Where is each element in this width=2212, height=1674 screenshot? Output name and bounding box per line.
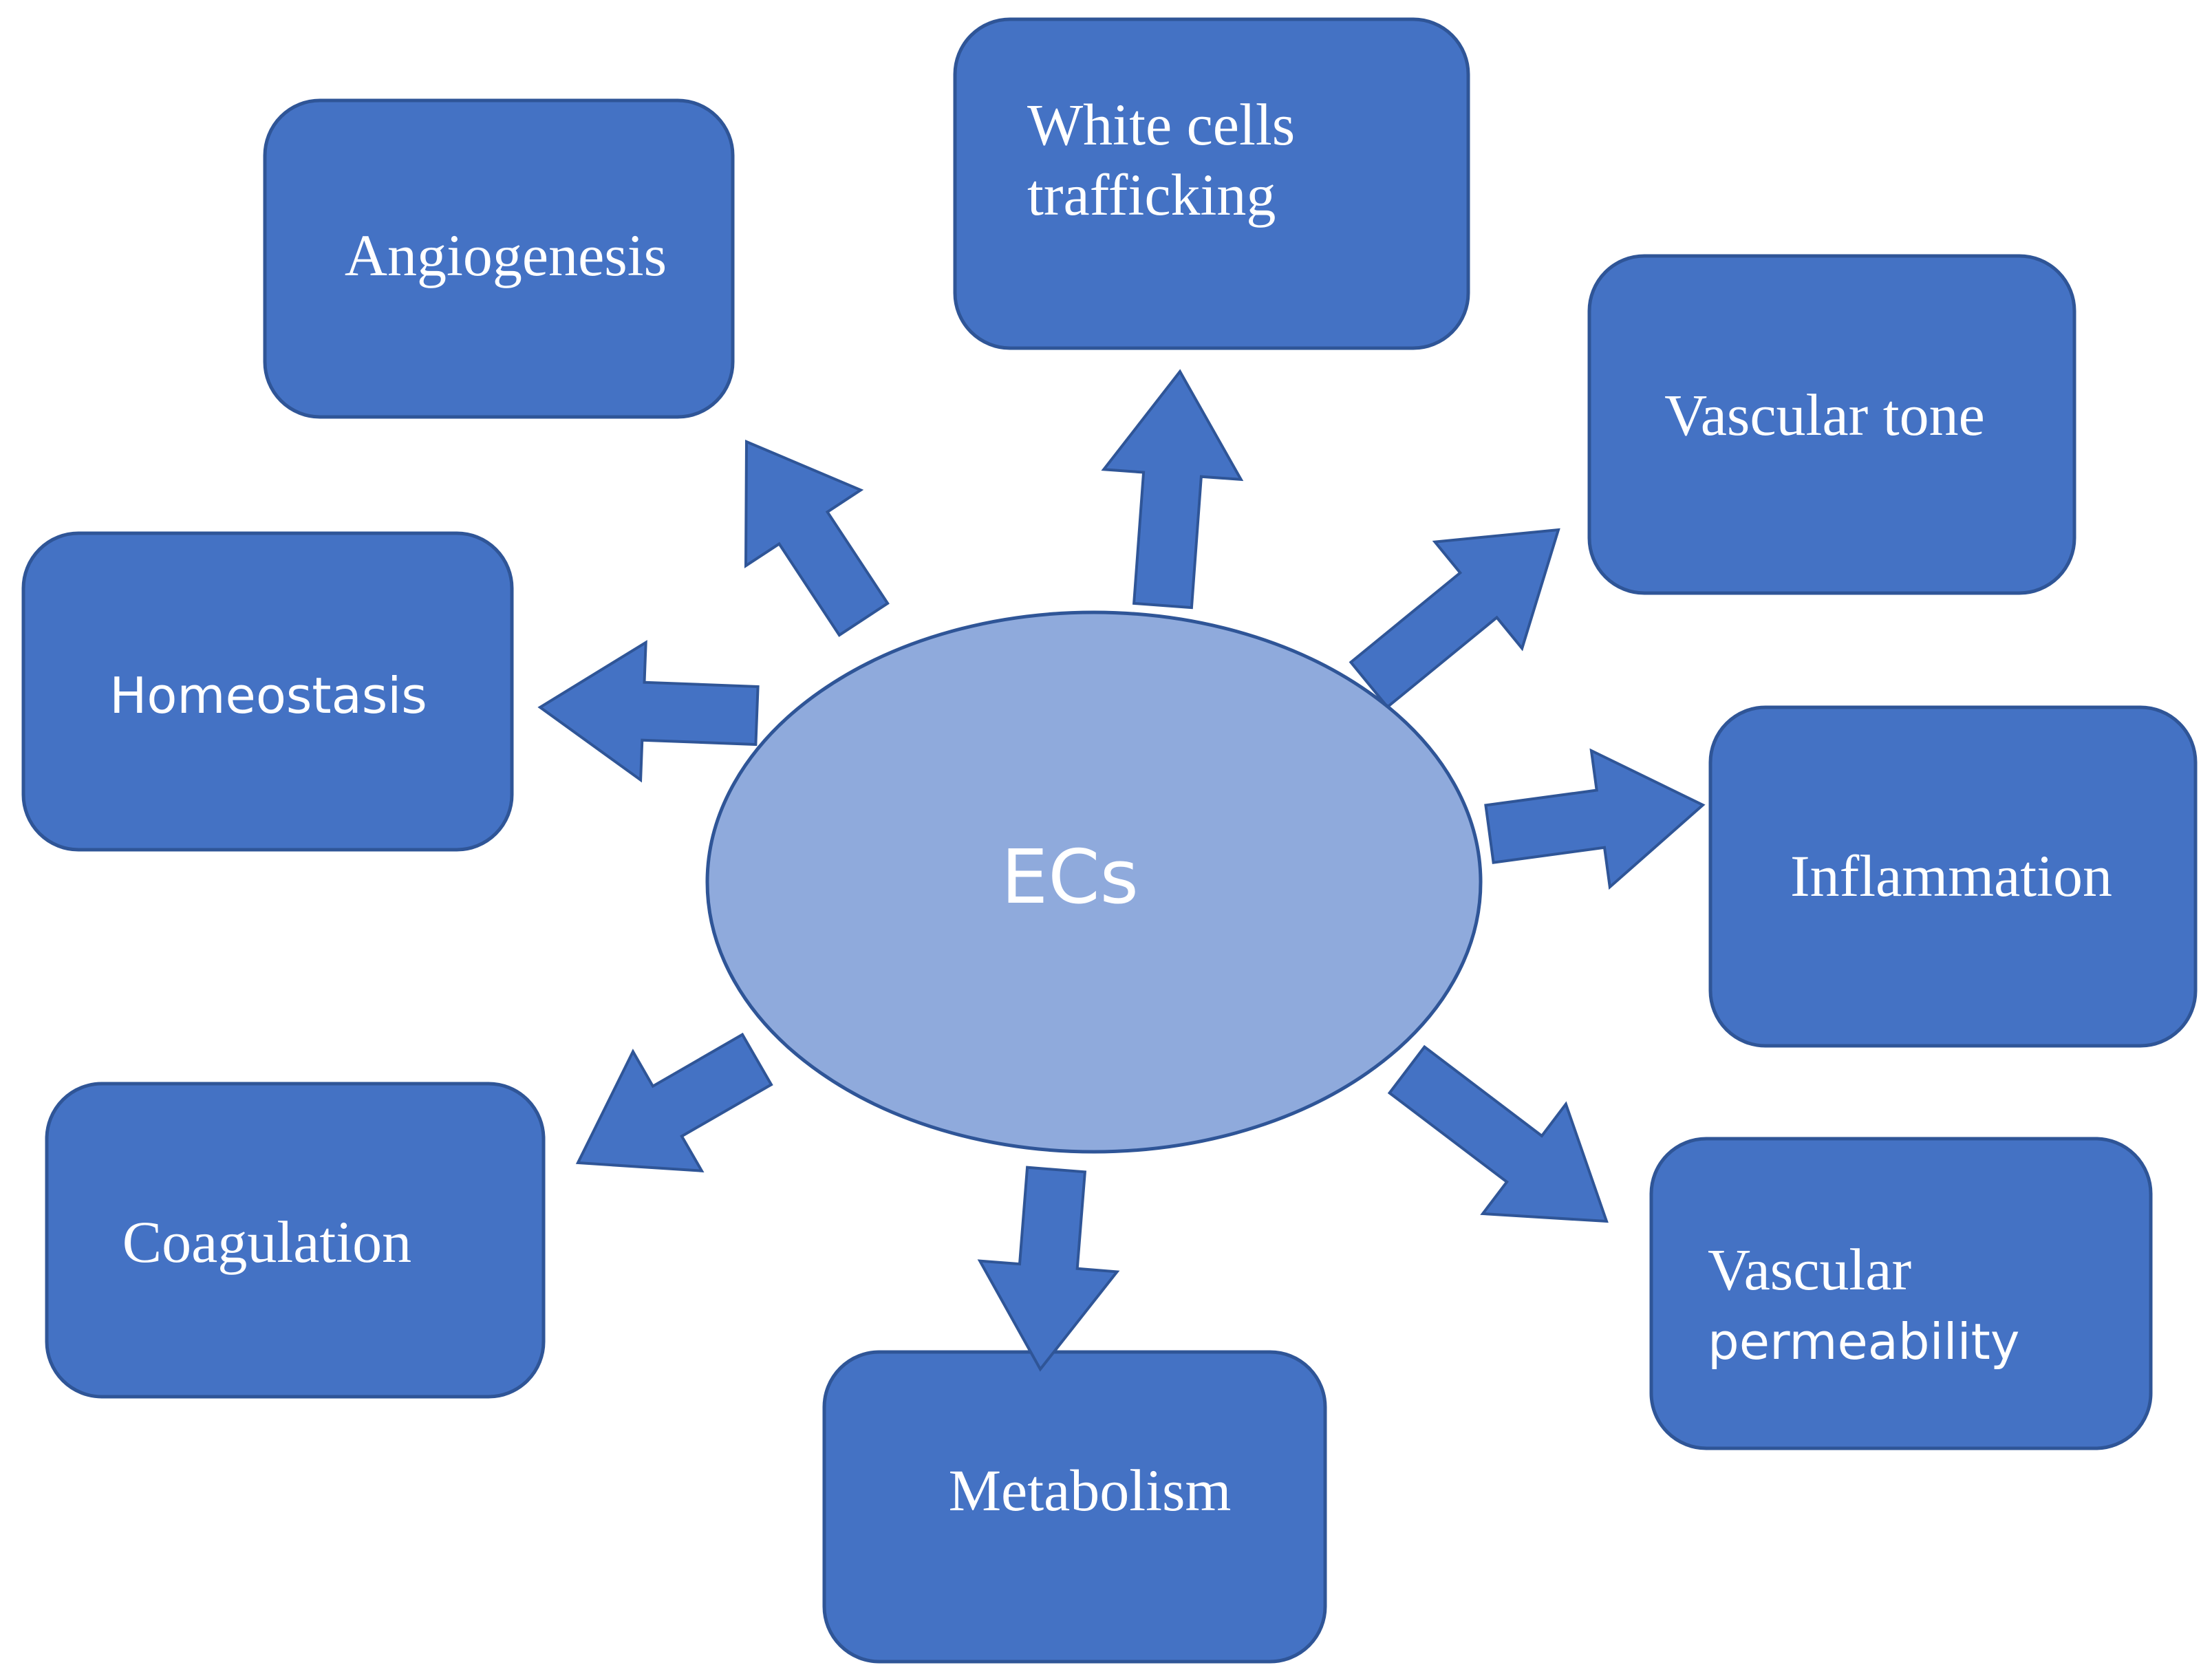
coagulation-label: Coagulation (122, 1209, 411, 1275)
box-inflammation (1708, 705, 2198, 1048)
white-cells-label-line2: trafficking (1027, 162, 1276, 228)
vascular-permeability-label-line1: Vascular (1708, 1236, 1911, 1302)
inflammation-label: Inflammation (1790, 843, 2112, 909)
box-metabolism (822, 1350, 1327, 1664)
white-cells-label-line1: White cells (1027, 92, 1295, 158)
metabolism-label: Metabolism (949, 1457, 1232, 1523)
arrow-to-vascular-tone (1349, 528, 1560, 709)
arrow-to-coagulation (575, 1032, 773, 1172)
arrow-to-white-cells (1101, 369, 1244, 610)
box-homeostasis (21, 531, 514, 852)
arrows-group (537, 369, 1706, 1372)
arrow-to-homeostasis (537, 640, 760, 783)
ecs-label: ECs (1001, 835, 1139, 921)
ecs-ellipse (705, 610, 1483, 1154)
vascular-permeability-label-line2: permeability (1708, 1313, 2019, 1371)
box-vascular-tone (1587, 254, 2076, 595)
box-coagulation (45, 1082, 546, 1399)
arrow-to-inflammation (1484, 748, 1706, 890)
arrow-to-metabolism (977, 1166, 1120, 1372)
arrow-to-angiogenesis (744, 439, 890, 637)
box-angiogenesis (263, 98, 735, 419)
homeostasis-label: Homeostasis (109, 667, 427, 725)
box-white-cells-trafficking (953, 17, 1470, 350)
vascular-tone-label: Vascular tone (1664, 382, 1985, 448)
arrow-to-permeability (1387, 1044, 1609, 1223)
box-vascular-permeability (1649, 1137, 2153, 1450)
angiogenesis-label: Angiogenesis (345, 222, 667, 288)
